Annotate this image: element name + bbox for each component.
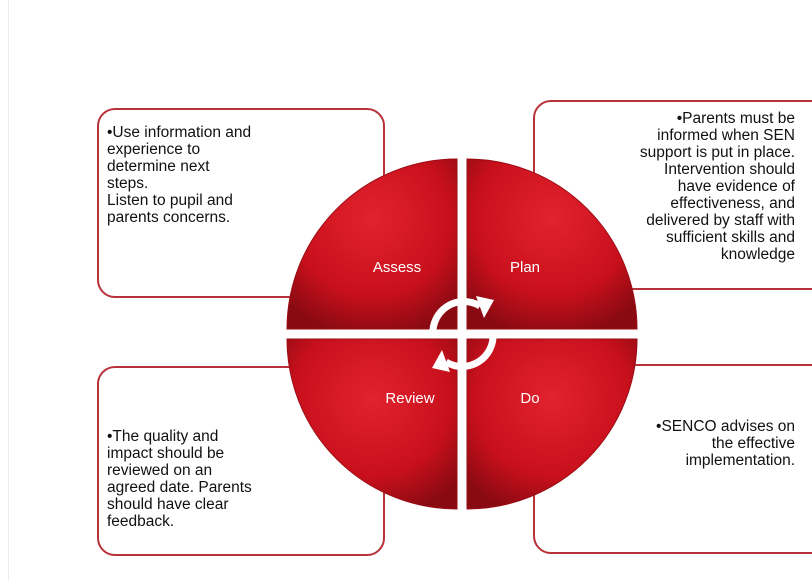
- assess-quadrant: [286, 158, 458, 330]
- do-note-text: •SENCO advises on the effective implemen…: [656, 418, 795, 469]
- circular-arrows-icon: [429, 296, 497, 372]
- do-quadrant: [466, 338, 638, 510]
- assess-label: Assess: [373, 259, 421, 276]
- review-label: Review: [385, 390, 434, 407]
- assess-note-text: •Use information and experience to deter…: [107, 124, 252, 226]
- plan-note-text: •Parents must be informed when SEN suppo…: [639, 110, 795, 263]
- plan-label: Plan: [510, 259, 540, 276]
- review-note-box: •The quality and impact should be review…: [97, 366, 385, 556]
- review-note-text: •The quality and impact should be review…: [107, 428, 252, 530]
- do-label: Do: [520, 390, 539, 407]
- review-quadrant: [286, 338, 458, 510]
- page-edge-line: [8, 0, 9, 581]
- plan-quadrant: [466, 158, 638, 330]
